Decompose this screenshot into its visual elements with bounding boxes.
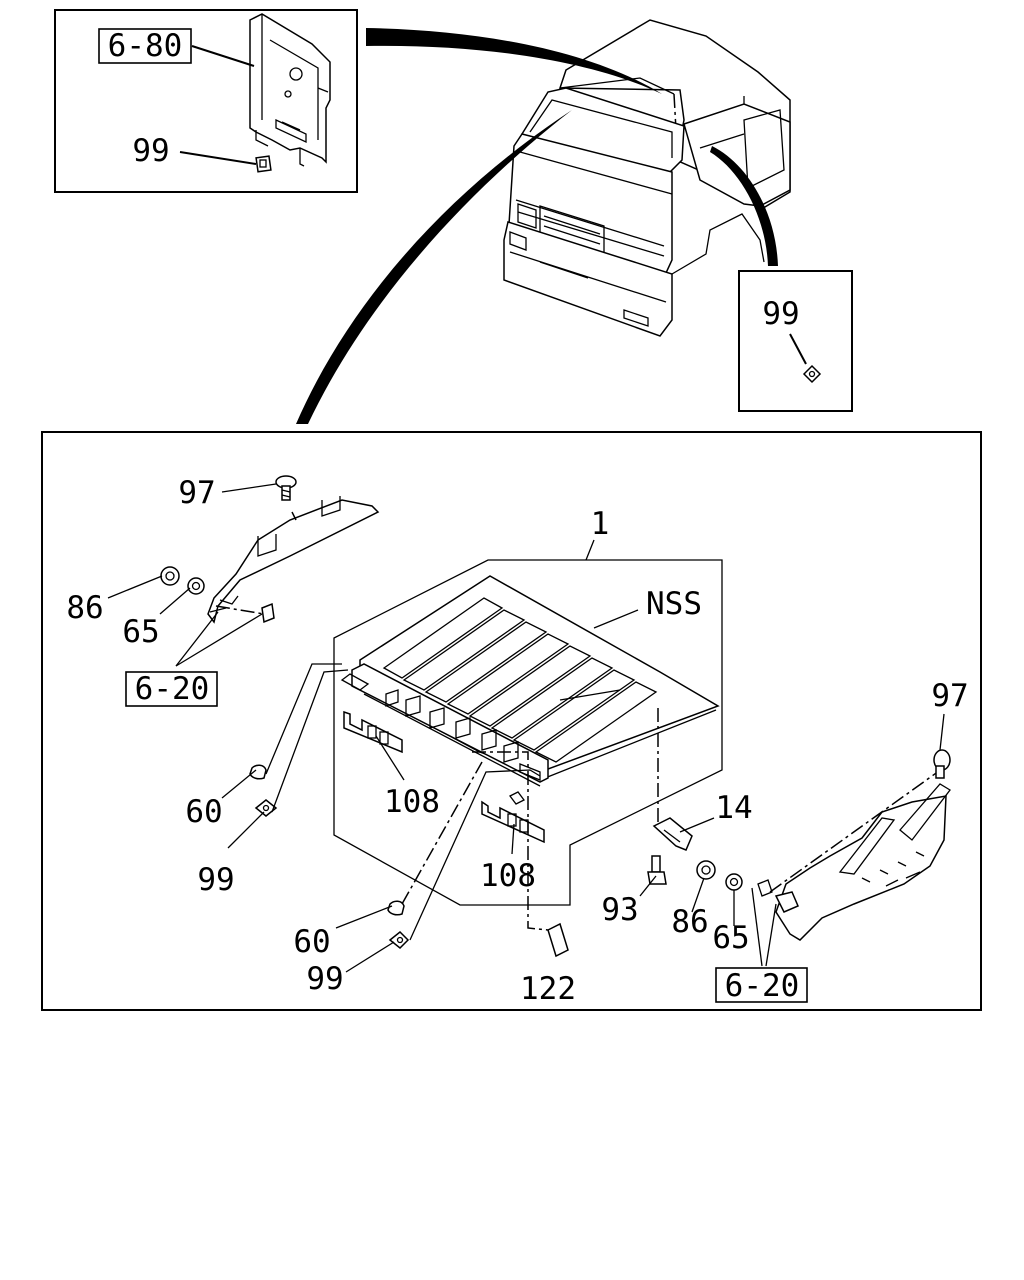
callout-99-top-left: 99 — [132, 133, 169, 169]
callout-93: 93 — [601, 892, 638, 928]
leader-dash-60-lower — [401, 761, 483, 905]
washer-65-left — [187, 577, 205, 595]
roof-ribs — [382, 597, 658, 763]
callout-nss: NSS — [646, 586, 702, 622]
grommet-60-lower — [387, 900, 405, 916]
screw-97-left — [275, 475, 297, 501]
nut-86-left — [160, 566, 180, 586]
part-1-outline — [333, 559, 723, 906]
left-pillar-trim-illustration — [207, 496, 380, 624]
callout-part-1: 1 — [591, 506, 610, 542]
inset-box-top-left: 6-80 99 — [54, 9, 358, 193]
callout-ref-6-80: 6-80 — [108, 28, 183, 64]
callout-ref-6-20-left: 6-20 — [135, 671, 210, 707]
callout-65-right: 65 — [712, 920, 749, 956]
callout-97-right: 97 — [931, 678, 968, 714]
callout-108-right: 108 — [480, 858, 536, 894]
roof-bracket-illustration — [249, 13, 331, 167]
callout-99-left-lower: 99 — [306, 961, 343, 997]
leader-stroke-top — [366, 28, 662, 94]
ref-box-6-80 — [98, 28, 192, 64]
callout-86-left: 86 — [66, 590, 103, 626]
callout-60-upper: 60 — [185, 794, 222, 830]
clip-99-illustration — [802, 364, 822, 384]
right-pillar-trim-illustration — [757, 765, 951, 941]
leader-stroke-diagonal — [296, 110, 572, 424]
leader-lines — [107, 483, 945, 973]
leader-dash-122 — [472, 751, 549, 931]
callout-99-left-upper: 99 — [197, 862, 234, 898]
nut-86-right — [696, 860, 716, 880]
callout-60-lower: 60 — [293, 924, 330, 960]
callout-108-left: 108 — [384, 784, 440, 820]
part-108-left-illustration — [343, 710, 403, 754]
ref-box-6-20-right — [715, 967, 808, 1003]
callout-122: 122 — [520, 971, 576, 1007]
callout-ref-6-20-right: 6-20 — [725, 968, 800, 1004]
callout-97-left: 97 — [178, 475, 215, 511]
screw-97-right — [933, 749, 951, 779]
clip-99-illustration — [255, 155, 272, 173]
ref-box-6-20-left — [125, 671, 218, 707]
main-diagram-box — [41, 431, 982, 1011]
pad-122 — [547, 922, 569, 958]
inset-box-top-right: 99 — [738, 270, 853, 412]
callout-65-left: 65 — [122, 614, 159, 650]
washer-65-right — [725, 873, 743, 891]
callout-86-right: 86 — [671, 904, 708, 940]
bolt-93 — [647, 855, 667, 885]
clip-99-left-lower — [388, 930, 410, 950]
bracket-14 — [652, 817, 693, 851]
grommet-60-upper — [249, 764, 267, 780]
leader-stroke-right — [710, 146, 778, 266]
callout-14: 14 — [715, 790, 752, 826]
callout-99-top-right: 99 — [762, 296, 799, 332]
